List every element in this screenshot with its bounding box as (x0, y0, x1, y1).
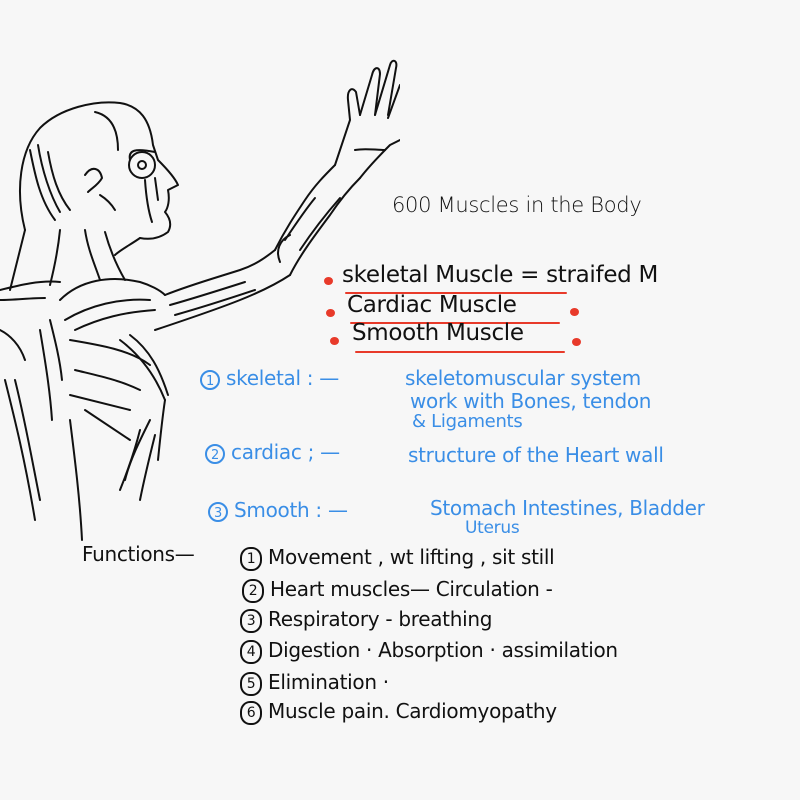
circled-number: 1 (200, 369, 220, 390)
muscle-type-label: Smooth Muscle (352, 320, 524, 346)
muscle-type-item: Cardiac Muscle (347, 292, 517, 318)
muscle-type-label: Cardiac Muscle (347, 292, 517, 318)
circled-number: 3 (240, 608, 262, 633)
red-bullet-icon (324, 277, 333, 285)
anatomy-figure-illustration (0, 59, 400, 541)
functions-label: Functions— (82, 542, 195, 566)
muscle-type-item: Smooth Muscle (352, 320, 524, 346)
red-bullet-icon (572, 338, 581, 346)
red-underline (355, 351, 565, 353)
detail-skeletal-line: & Ligaments (412, 411, 523, 432)
muscle-type-note: = straifed M (520, 262, 659, 288)
circled-number: 4 (240, 639, 262, 664)
muscle-type-item: skeletal Muscle = straifed M (342, 262, 658, 288)
red-bullet-icon (570, 308, 579, 316)
detail-smooth-line: Uterus (465, 518, 520, 538)
muscle-type-label: skeletal Muscle (342, 262, 514, 288)
red-underline (350, 322, 560, 324)
circled-number: 3 (208, 501, 228, 522)
red-bullet-icon (326, 309, 335, 317)
red-underline (345, 292, 567, 294)
detail-skeletal-line: skeletomuscular system (405, 366, 641, 390)
circled-number: 2 (205, 443, 225, 464)
red-bullet-icon (330, 337, 339, 345)
circled-number: 1 (240, 546, 262, 571)
detail-skeletal-line: work with Bones, tendon (410, 389, 652, 413)
page-title: 600 Muscles in the Body (392, 193, 642, 217)
detail-smooth-line: Stomach Intestines, Bladder (430, 496, 705, 520)
circled-number: 5 (240, 671, 262, 696)
detail-cardiac-line: structure of the Heart wall (408, 443, 664, 467)
circled-number: 6 (240, 700, 262, 725)
circled-number: 2 (242, 578, 264, 603)
